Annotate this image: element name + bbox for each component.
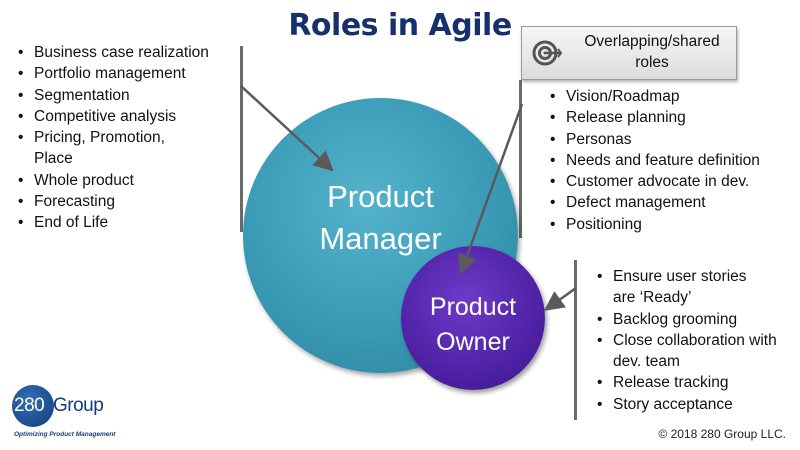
list-item: Needs and feature definition	[548, 150, 788, 172]
list-item: Defect management	[548, 192, 788, 214]
list-item: Release planning	[548, 107, 788, 129]
list-item: Close collaboration with dev. team	[595, 330, 778, 373]
shared-responsibilities: Vision/Roadmap Release planning Personas…	[548, 86, 788, 235]
list-item: Business case realization	[16, 42, 221, 64]
list-item: Ensure user stories are ‘Ready’	[595, 266, 763, 309]
product-manager-label-line2: Manager	[319, 221, 442, 256]
list-item: Personas	[548, 129, 788, 151]
list-item: Customer advocate in dev.	[548, 171, 788, 193]
product-manager-responsibilities: Business case realization Portfolio mana…	[16, 42, 221, 234]
product-owner-label: Product Owner	[401, 290, 545, 360]
product-owner-responsibilities: Ensure user stories are ‘Ready’ Backlog …	[595, 266, 785, 415]
list-item: End of Life	[16, 212, 221, 234]
logo-circle	[12, 385, 54, 427]
list-item: Story acceptance	[595, 394, 785, 416]
copyright: © 2018 280 Group LLC.	[658, 427, 786, 441]
list-item: Positioning	[548, 214, 788, 236]
arrow-to-product-manager	[240, 85, 334, 172]
product-owner-label-line2: Owner	[436, 328, 510, 356]
logo-word: Group	[53, 395, 104, 416]
list-item: Competitive analysis	[16, 106, 221, 128]
list-item: Backlog grooming	[595, 309, 785, 331]
list-item: Portfolio management	[16, 63, 221, 85]
arrow-to-product-owner-from-list	[543, 286, 577, 311]
list-item: Release tracking	[595, 372, 785, 394]
product-owner-label-line1: Product	[429, 293, 517, 321]
list-item: Segmentation	[16, 85, 221, 107]
shared-bracket	[519, 80, 522, 238]
product-manager-bracket	[240, 46, 243, 232]
logo-tagline: Optimizing Product Management	[14, 431, 116, 438]
target-icon	[532, 40, 562, 66]
page-title: Roles in Agile	[288, 8, 512, 43]
list-item: Forecasting	[16, 191, 221, 213]
logo-number: 280	[14, 395, 45, 416]
shared-roles-box: Overlapping/shared roles	[521, 26, 737, 80]
list-item: Pricing, Promotion, Place	[16, 127, 194, 170]
list-item: Whole product	[16, 170, 221, 192]
product-manager-label-line1: Product	[327, 179, 434, 214]
shared-roles-label: Overlapping/shared roles	[584, 33, 720, 71]
product-owner-bracket	[574, 260, 577, 420]
list-item: Vision/Roadmap	[548, 86, 788, 108]
arrow-to-product-owner-from-shared	[457, 103, 524, 275]
product-manager-label: Product Manager	[243, 176, 518, 260]
